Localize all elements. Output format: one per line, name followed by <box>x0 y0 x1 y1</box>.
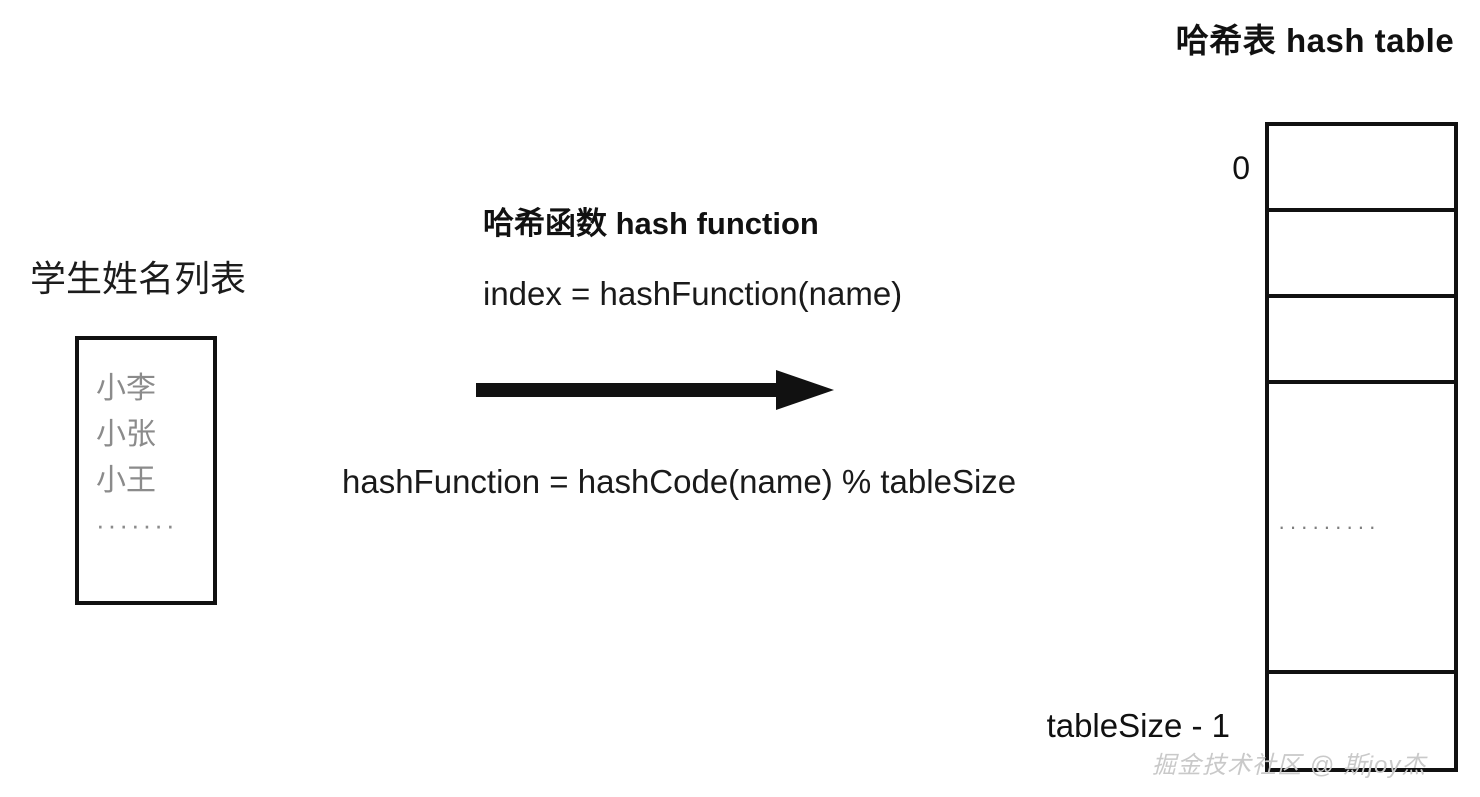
hash-table-index-last: tableSize - 1 <box>1046 707 1230 744</box>
list-item: 小王 <box>96 464 156 497</box>
right-arrow-icon <box>476 370 834 410</box>
hash-table-ellipsis: ········· <box>1278 514 1380 539</box>
hash-function-formula: hashFunction = hashCode(name) % tableSiz… <box>342 463 1017 500</box>
hash-table-cell <box>1269 212 1454 298</box>
list-item: 小李 <box>96 372 156 405</box>
hash-function-heading: 哈希函数 hash function <box>483 206 819 241</box>
hash-function-index-expression: index = hashFunction(name) <box>483 275 903 312</box>
hash-table-cell <box>1269 298 1454 384</box>
student-name-box: 小李 小张 小王 ······· <box>75 336 217 605</box>
hash-table-cell-ellipsis: ········· <box>1269 384 1454 674</box>
hash-table: ········· <box>1265 122 1458 772</box>
hash-table-cell <box>1269 674 1454 768</box>
hash-table-index-first: 0 <box>1232 150 1250 186</box>
student-list-label: 学生姓名列表 <box>30 258 247 299</box>
list-ellipsis: ······· <box>96 510 178 540</box>
hash-table-cell <box>1269 126 1454 212</box>
watermark: 掘金技术社区 @ 斯joy杰 <box>1152 752 1427 779</box>
student-name-list: 小李 小张 小王 ······· <box>96 366 178 546</box>
hash-table-title: 哈希表 hash table <box>1175 22 1455 59</box>
list-item: 小张 <box>96 418 156 451</box>
